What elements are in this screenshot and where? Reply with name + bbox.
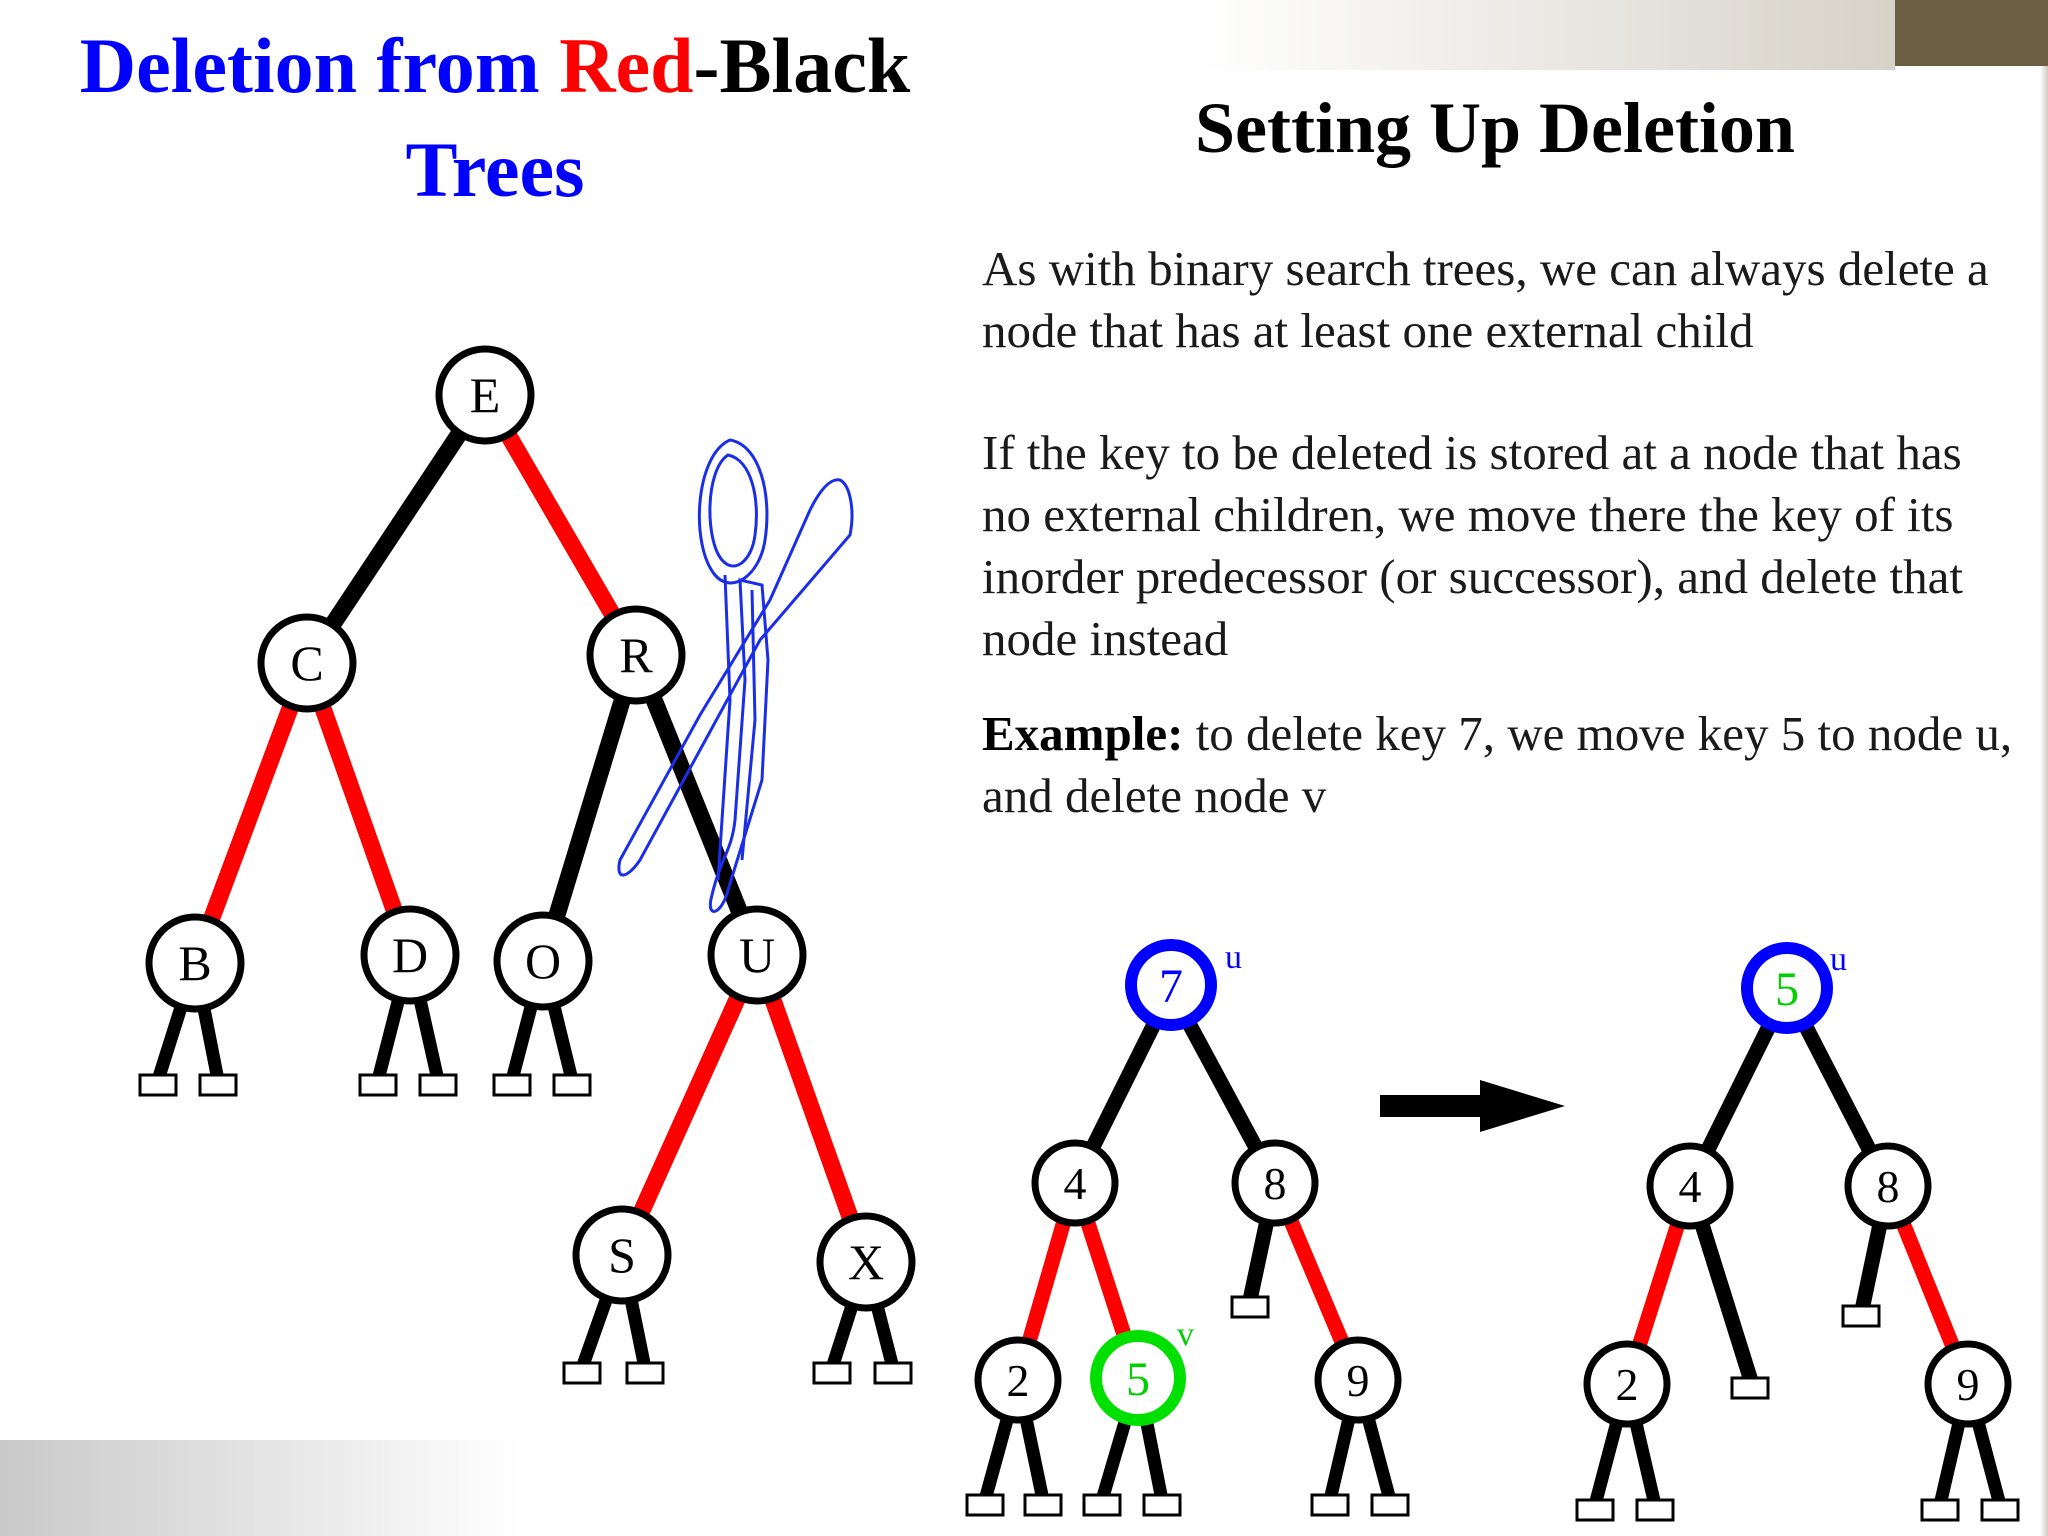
after-node-5: 5 [1741, 942, 1833, 1034]
node-r-label: R [619, 627, 653, 683]
before-node-2: 2 [974, 1336, 1062, 1424]
node-x: X [816, 1212, 916, 1312]
before-tree: 7 u 4 8 2 5 v 9 [965, 939, 1410, 1517]
title-part-trees: Trees [405, 126, 585, 213]
title-part-black: -Black [693, 22, 911, 109]
leaf-boxes-big [138, 1073, 913, 1385]
node-d: D [360, 905, 460, 1005]
node-s: S [572, 1205, 672, 1305]
before-node-9: 9 [1314, 1336, 1402, 1424]
before-node-4: 4 [1031, 1139, 1119, 1227]
edge-u-s [614, 951, 765, 1259]
after-node-4-label: 4 [1679, 1161, 1702, 1212]
before-label-v: v [1177, 1316, 1194, 1353]
big-tree: E C R B D O U S X [138, 345, 916, 1385]
corner-shadow [1200, 0, 1895, 70]
after-node-2: 2 [1583, 1340, 1671, 1428]
before-node-5: 5 [1090, 1330, 1186, 1426]
after-tree: 5 u 4 8 2 9 [1575, 941, 2020, 1522]
before-node-7-label: 7 [1159, 960, 1183, 1013]
before-label-u: u [1225, 939, 1242, 976]
after-node-8: 8 [1844, 1142, 1932, 1230]
left-slide-title: Deletion from Red-Black Trees [20, 14, 970, 222]
scissors-icon [617, 438, 854, 913]
edge-c-b [187, 660, 315, 966]
bottom-shadow [0, 1440, 520, 1536]
edge-e-r [477, 390, 644, 660]
edge-r-u [628, 651, 765, 959]
node-e-label: E [470, 367, 501, 423]
node-x-label: X [848, 1234, 884, 1290]
after-label-u: u [1830, 941, 1847, 978]
node-b: B [145, 913, 245, 1013]
node-o-label: O [525, 933, 561, 989]
title-part-deletion-from: Deletion from [79, 22, 560, 109]
example-text: to delete key 7, we move key 5 to node u… [982, 706, 2013, 823]
node-d-label: D [392, 927, 428, 983]
before-node-8: 8 [1231, 1139, 1319, 1227]
after-node-2-label: 2 [1616, 1359, 1639, 1410]
after-node-9: 9 [1924, 1340, 2012, 1428]
after-node-8-label: 8 [1877, 1161, 1900, 1212]
node-e: E [435, 345, 535, 445]
edge-u-x [748, 952, 875, 1265]
before-node-7: 7 [1125, 939, 1217, 1031]
before-node-8-label: 8 [1264, 1158, 1287, 1209]
node-u-label: U [739, 927, 775, 983]
before-node-2-label: 2 [1007, 1355, 1030, 1406]
right-arrow-icon [1380, 1080, 1565, 1132]
paragraph-inorder-predecessor: If the key to be deleted is stored at a … [982, 425, 1963, 666]
paragraph-external-child: As with binary search trees, we can alwa… [982, 241, 1989, 358]
edge-e-c [299, 390, 493, 668]
node-c-label: C [290, 635, 323, 691]
before-node-9-label: 9 [1347, 1355, 1370, 1406]
node-b-label: B [178, 935, 211, 991]
after-node-5-label: 5 [1775, 963, 1799, 1016]
example-label: Example: [982, 706, 1184, 761]
after-node-4: 4 [1646, 1142, 1734, 1230]
paragraph-example: Example: to delete key 7, we move key 5 … [982, 703, 2022, 827]
before-node-4-label: 4 [1064, 1158, 1087, 1209]
before-node-5-label: 5 [1126, 1353, 1150, 1406]
title-part-red: Red [559, 22, 694, 109]
node-c: C [257, 613, 357, 713]
after-node-9-label: 9 [1957, 1359, 1980, 1410]
right-slide-title: Setting Up Deletion [1195, 88, 1795, 168]
edge-c-d [298, 660, 419, 958]
corner-tab [1895, 0, 2048, 66]
edge-r-o [534, 652, 645, 964]
right-edge [2040, 66, 2048, 1536]
node-u: U [707, 905, 807, 1005]
node-r: R [586, 605, 686, 705]
node-o: O [493, 911, 593, 1011]
node-s-label: S [608, 1227, 636, 1283]
